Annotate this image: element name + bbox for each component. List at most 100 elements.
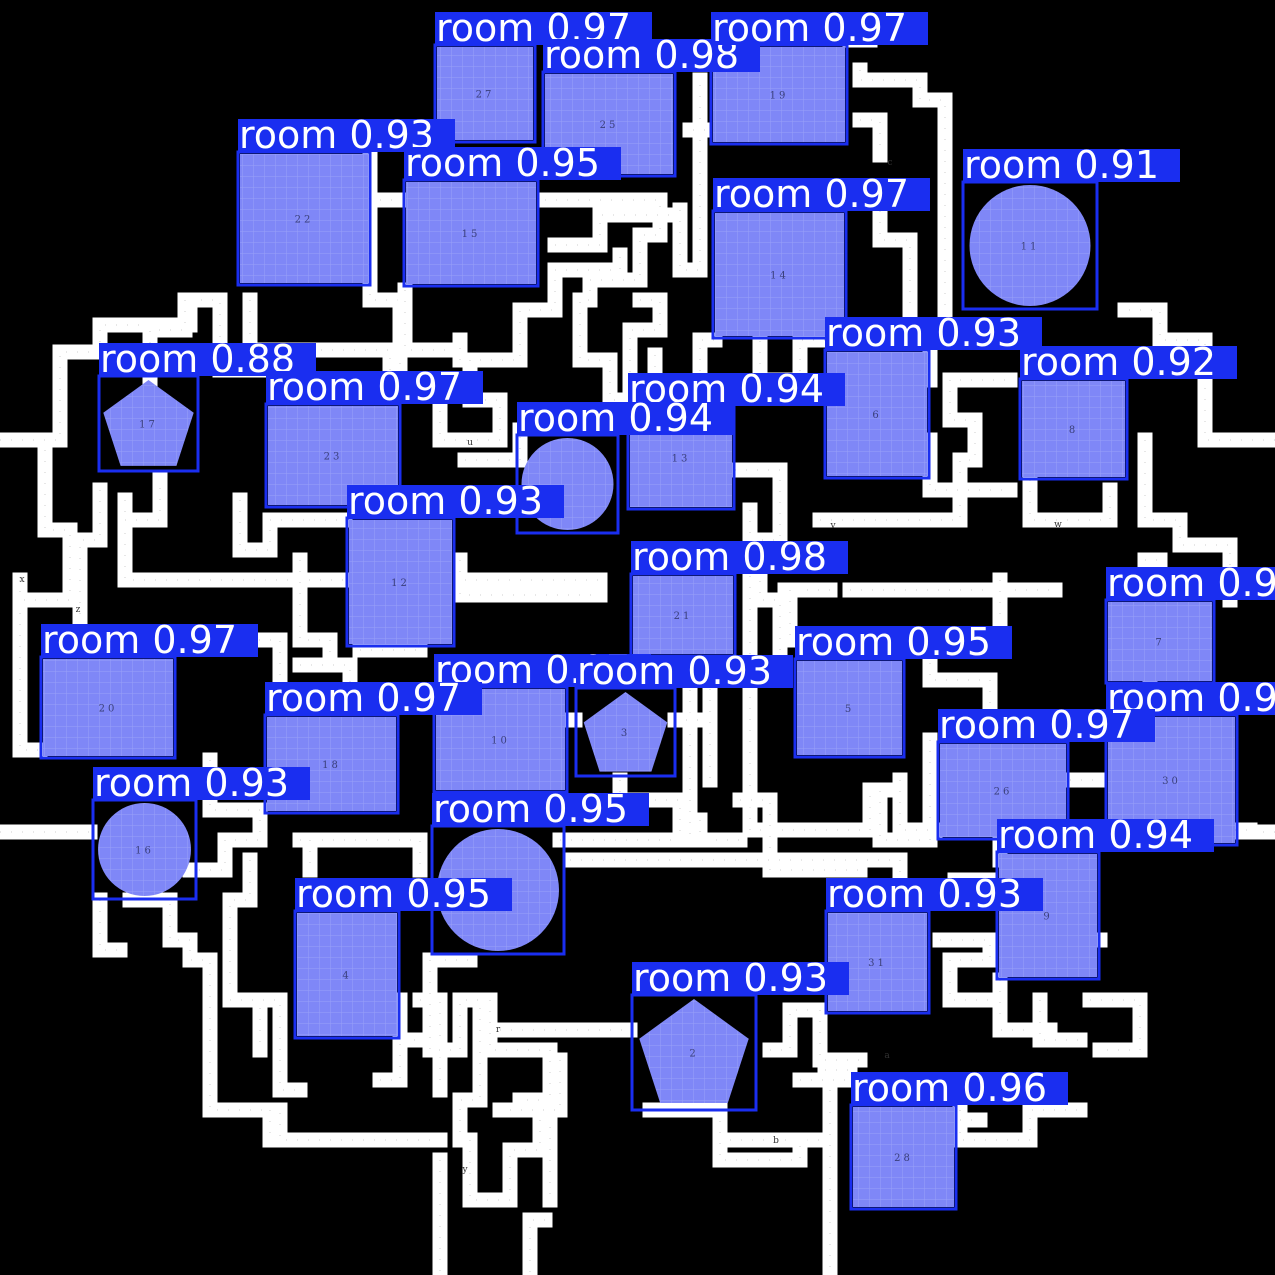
label-text: room 0.93 xyxy=(827,872,1022,916)
label-text: room 0.88 xyxy=(100,337,295,381)
room-detection[interactable]: 4 xyxy=(293,909,401,1040)
map-marker: b xyxy=(773,1136,779,1146)
room-number: 20 xyxy=(99,704,118,715)
corridor-segment xyxy=(182,752,268,878)
corridor-grid-line xyxy=(459,560,600,596)
corridor-grid-line xyxy=(759,330,825,381)
corridor-segment xyxy=(292,832,428,878)
room-number: 7 xyxy=(1155,638,1164,649)
corridor-grid-line xyxy=(229,860,261,1050)
label-background xyxy=(1106,567,1275,600)
room-detection[interactable]: 14 xyxy=(711,209,848,340)
map-marker: v xyxy=(829,521,836,531)
room-number: 19 xyxy=(770,91,789,102)
label-text: room 0.98 xyxy=(544,33,739,77)
room-shape-rect xyxy=(297,913,397,1036)
room-detection[interactable]: 9 xyxy=(995,850,1101,981)
room-detection[interactable]: 28 xyxy=(849,1103,958,1211)
label-text: room 0.95 xyxy=(433,787,628,831)
room-number: 28 xyxy=(894,1153,913,1164)
corridor-grid-line xyxy=(545,199,661,401)
room-shape-circle xyxy=(969,185,1091,306)
corridor-segment xyxy=(712,1102,808,1168)
label-text: room 0.91 xyxy=(964,143,1159,187)
room-detection[interactable]: 23 xyxy=(264,402,402,509)
corridor-segment xyxy=(432,247,628,448)
room-detection[interactable]: 20 xyxy=(39,655,177,760)
room-number: 18 xyxy=(322,760,341,771)
detection-label: room 0.97 xyxy=(266,365,483,409)
label-text: room 0.93 xyxy=(239,113,434,157)
corridor-segment xyxy=(732,792,868,878)
room-shape-rect xyxy=(1108,602,1212,681)
corridor-segment xyxy=(422,952,488,1148)
corridor-segment xyxy=(762,1002,828,1058)
room-number: 14 xyxy=(770,271,789,282)
corridor-segment xyxy=(1032,992,1088,1048)
room-detection[interactable]: 7 xyxy=(1104,598,1216,685)
room-number: 17 xyxy=(139,420,158,431)
corridor-segment xyxy=(492,1052,568,1118)
label-background xyxy=(576,655,793,688)
room-detection[interactable]: 2 xyxy=(630,993,758,1112)
corridor-segment xyxy=(397,282,453,358)
room-number: 5 xyxy=(845,704,854,715)
room-detection[interactable]: 22 xyxy=(236,150,372,287)
detection-label: room 0.97 xyxy=(41,618,258,662)
label-text: room 0.97 xyxy=(42,618,237,662)
room-shape-pentagon xyxy=(583,692,668,772)
corridor-segment xyxy=(462,1092,548,1208)
detection-label: room 0.94 xyxy=(517,396,734,440)
room-detection[interactable]: 16 xyxy=(91,798,198,901)
room-number: 27 xyxy=(476,90,495,101)
label-text: room 0.98 xyxy=(632,535,827,579)
label-background xyxy=(713,178,930,211)
label-text: room 0.94 xyxy=(518,396,713,440)
room-shape-rect xyxy=(797,661,902,755)
detection-label: room 0.93 xyxy=(825,311,1042,355)
detection-label: room 0.94 xyxy=(997,813,1214,857)
room-detection[interactable]: 15 xyxy=(402,178,540,288)
room-shape-rect xyxy=(853,1107,954,1207)
detection-label: room 0.91 xyxy=(963,143,1180,187)
corridor-grid-line xyxy=(1144,440,1231,600)
label-background xyxy=(432,793,649,826)
room-detection[interactable]: 17 xyxy=(97,374,200,473)
room-detection[interactable]: 8 xyxy=(1018,377,1129,481)
room-detection[interactable]: 12 xyxy=(345,516,456,648)
label-text: room 0.97 xyxy=(1107,561,1275,605)
label-background xyxy=(711,12,928,45)
detection-label: room 0.96 xyxy=(851,1066,1068,1110)
label-text: room 0.93 xyxy=(633,956,828,1000)
room-detection[interactable]: 5 xyxy=(793,657,906,759)
room-number: 6 xyxy=(872,410,881,421)
label-background xyxy=(265,682,482,715)
room-shape-rect xyxy=(1022,381,1125,477)
label-text: room 0.92 xyxy=(1021,340,1216,384)
corridor-segment xyxy=(622,292,668,403)
corridor-segment xyxy=(72,482,108,648)
detection-label: room 0.97 xyxy=(265,676,482,720)
room-detection[interactable]: 3 xyxy=(574,686,677,778)
room-detection[interactable]: 11 xyxy=(961,180,1099,311)
map-marker: r xyxy=(496,1025,501,1035)
detection-label: room 0.98 xyxy=(631,535,848,579)
room-detection[interactable]: 21 xyxy=(629,572,737,658)
corridor-segment xyxy=(872,192,918,318)
room-number: 21 xyxy=(674,611,693,622)
detection-label: room 0.97 xyxy=(713,172,930,216)
room-detection[interactable]: 6 xyxy=(823,348,931,480)
corridor-grid-line xyxy=(130,899,440,1141)
label-background xyxy=(963,149,1180,182)
label-background xyxy=(266,371,483,404)
detection-label: room 0.95 xyxy=(295,872,512,916)
room-shape-rect xyxy=(349,520,452,644)
corridor-segment xyxy=(852,112,888,163)
label-background xyxy=(997,819,1214,852)
map-marker: z xyxy=(76,605,81,615)
label-background xyxy=(347,485,564,518)
room-shape-circle xyxy=(98,803,191,896)
corridor-segment xyxy=(1117,302,1275,448)
